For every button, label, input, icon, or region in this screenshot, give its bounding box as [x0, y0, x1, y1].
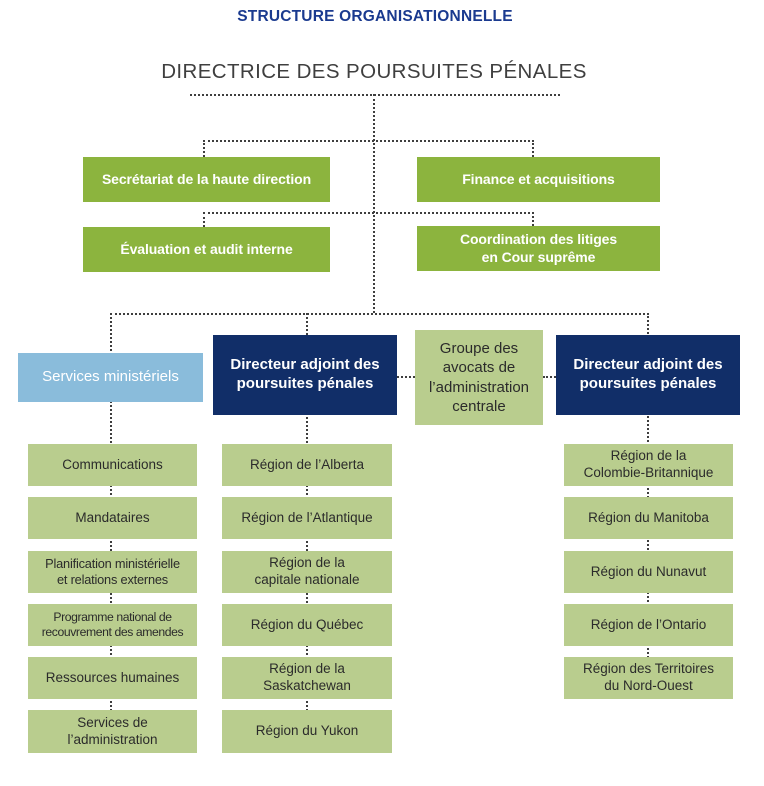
box-groupe-avocats: Groupe des avocats de l’administration c…: [415, 330, 543, 425]
box-services-administration: Services de l’administration: [28, 710, 197, 753]
connector-root-horizontal: [190, 94, 560, 96]
box-directeur-adjoint-2: Directeur adjoint des poursuites pénales: [556, 335, 740, 415]
connector-staff-row2: [203, 212, 534, 214]
page-title: STRUCTURE ORGANISATIONNELLE: [237, 8, 513, 25]
box-finance-acquisitions: Finance et acquisitions: [417, 157, 660, 202]
connector-groupe-left: [397, 376, 415, 378]
box-region-manitoba: Région du Manitoba: [564, 497, 733, 539]
box-ressources-humaines: Ressources humaines: [28, 657, 197, 699]
box-region-alberta: Région de l’Alberta: [222, 444, 392, 486]
box-region-capitale-nationale: Région de la capitale nationale: [222, 551, 392, 593]
box-region-yukon: Région du Yukon: [222, 710, 392, 753]
box-secretariat-haute-direction: Secrétariat de la haute direction: [83, 157, 330, 202]
connector-stub: [203, 212, 205, 227]
connector-stub: [532, 140, 534, 157]
connector-staff-row1: [203, 140, 534, 142]
box-region-atlantique: Région de l’Atlantique: [222, 497, 392, 539]
box-planification-ministerielle: Planification ministérielle et relations…: [28, 551, 197, 593]
box-region-nunavut: Région du Nunavut: [564, 551, 733, 593]
box-services-ministeriels: Services ministériels: [18, 353, 203, 402]
connector-stub: [203, 140, 205, 157]
connector-stub: [532, 212, 534, 226]
box-mandataires: Mandataires: [28, 497, 197, 539]
box-directeur-adjoint-1: Directeur adjoint des poursuites pénales: [213, 335, 397, 415]
root-node-title: DIRECTRICE DES POURSUITES PÉNALES: [161, 60, 587, 83]
box-evaluation-audit-interne: Évaluation et audit interne: [83, 227, 330, 272]
connector-groupe-right: [543, 376, 556, 378]
connector-center-vertical: [373, 94, 375, 313]
connector-divisions-horizontal: [110, 313, 649, 315]
box-programme-recouvrement-amendes: Programme national de recouvrement des a…: [28, 604, 197, 646]
box-communications: Communications: [28, 444, 197, 486]
box-coordination-litiges: Coordination des litiges en Cour suprême: [417, 226, 660, 271]
box-region-colombie-britannique: Région de la Colombie-Britannique: [564, 444, 733, 486]
box-region-quebec: Région du Québec: [222, 604, 392, 646]
box-region-saskatchewan: Région de la Saskatchewan: [222, 657, 392, 699]
box-region-ontario: Région de l’Ontario: [564, 604, 733, 646]
box-region-territoires-nord-ouest: Région des Territoires du Nord-Ouest: [564, 657, 733, 699]
